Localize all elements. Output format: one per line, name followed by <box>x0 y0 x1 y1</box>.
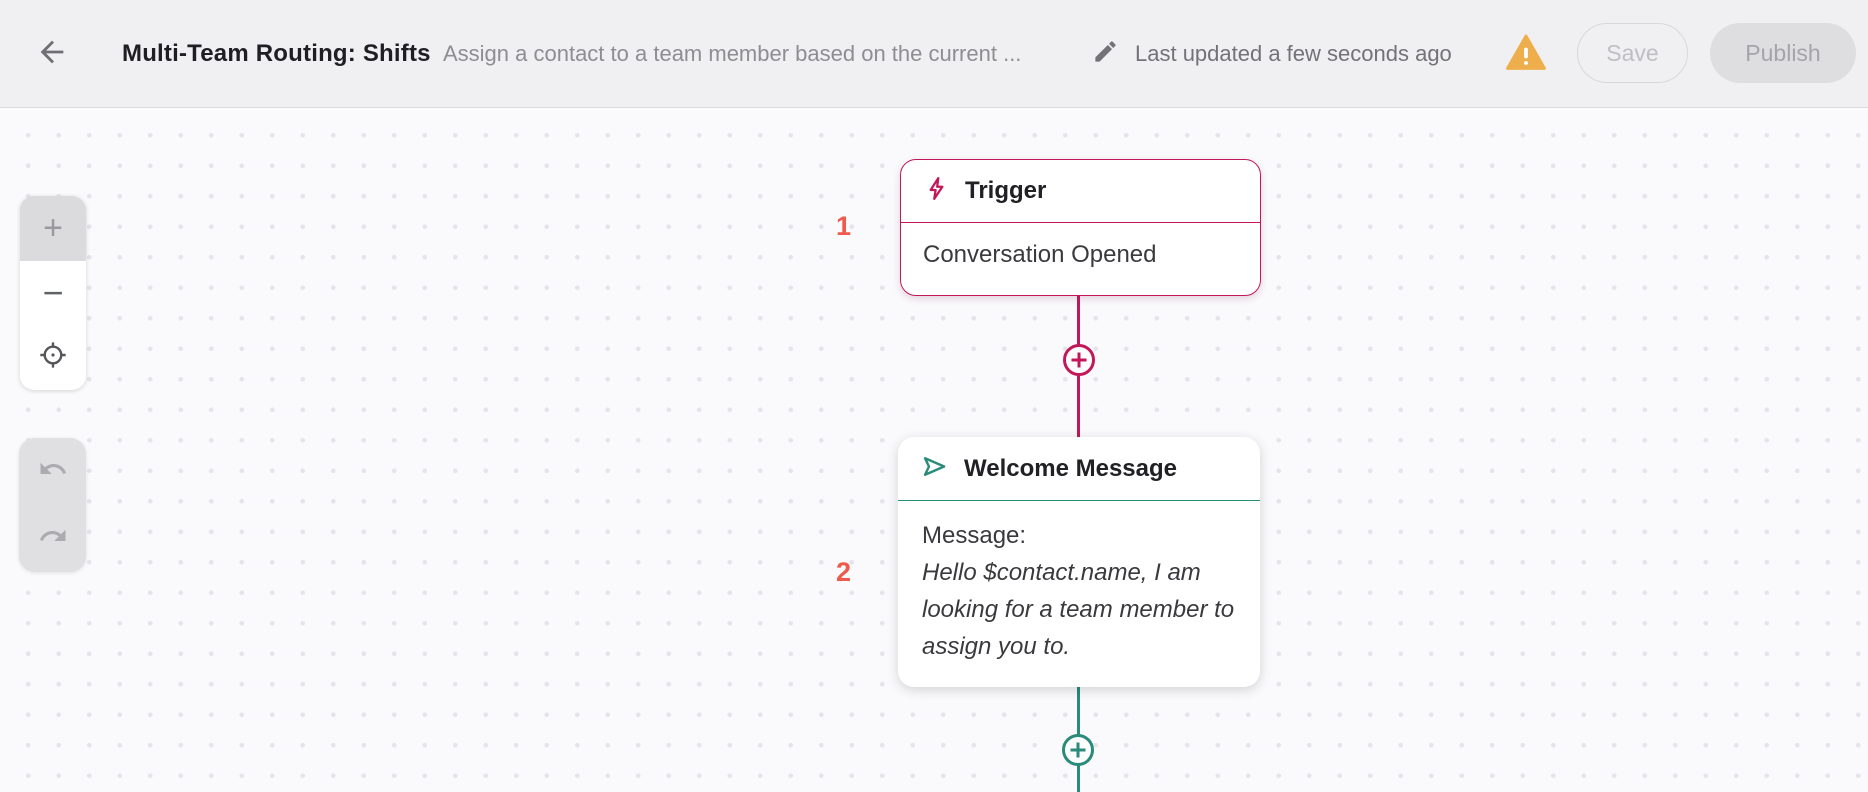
add-step-button-1[interactable] <box>1061 342 1097 378</box>
trigger-node-header: Trigger <box>901 160 1260 223</box>
trigger-node-body: Conversation Opened <box>923 241 1157 268</box>
add-step-button-2[interactable] <box>1060 732 1096 768</box>
step-number-1: 1 <box>836 211 852 241</box>
undo-icon <box>38 454 68 489</box>
step-number-2: 2 <box>836 557 852 587</box>
flow-canvas[interactable]: + − <box>0 109 1868 792</box>
message-label: Message: <box>922 522 1027 549</box>
trigger-node[interactable]: Trigger Conversation Opened <box>900 159 1261 296</box>
welcome-message-node-title: Welcome Message <box>964 454 1177 482</box>
back-button[interactable] <box>32 34 72 74</box>
send-plane-icon <box>920 452 949 486</box>
top-bar: Multi-Team Routing: Shifts Assign a cont… <box>0 0 1868 108</box>
center-view-button[interactable] <box>20 325 86 390</box>
crosshair-icon <box>37 339 69 376</box>
undo-button[interactable] <box>19 438 86 505</box>
save-button[interactable]: Save <box>1577 23 1688 83</box>
redo-button[interactable] <box>19 505 86 572</box>
message-preview-text: Hello $contact.name, I am looking for a … <box>922 559 1235 660</box>
welcome-message-node[interactable]: Welcome Message Message: Hello $contact.… <box>898 437 1260 687</box>
history-controls <box>19 438 86 572</box>
workflow-title: Multi-Team Routing: Shifts <box>122 40 431 67</box>
last-updated-text: Last updated a few seconds ago <box>1135 41 1452 66</box>
warning-triangle-icon[interactable] <box>1503 30 1549 76</box>
minus-icon: − <box>42 272 64 313</box>
arrow-left-icon <box>35 35 69 74</box>
welcome-message-node-header: Welcome Message <box>898 437 1260 501</box>
redo-icon <box>38 521 68 556</box>
last-updated-group: Last updated a few seconds ago <box>1092 0 1452 108</box>
zoom-controls: + − <box>20 196 86 390</box>
publish-button[interactable]: Publish <box>1710 23 1856 83</box>
welcome-message-node-body: Message: Hello $contact.name, I am looki… <box>898 501 1260 665</box>
trigger-node-title: Trigger <box>965 177 1047 204</box>
pencil-icon[interactable] <box>1092 38 1119 71</box>
plus-icon: + <box>43 208 63 247</box>
zoom-out-button[interactable]: − <box>20 261 86 326</box>
workflow-description[interactable]: Assign a contact to a team member based … <box>443 41 1022 66</box>
lightning-bolt-icon <box>923 175 950 207</box>
zoom-in-button[interactable]: + <box>20 196 86 261</box>
